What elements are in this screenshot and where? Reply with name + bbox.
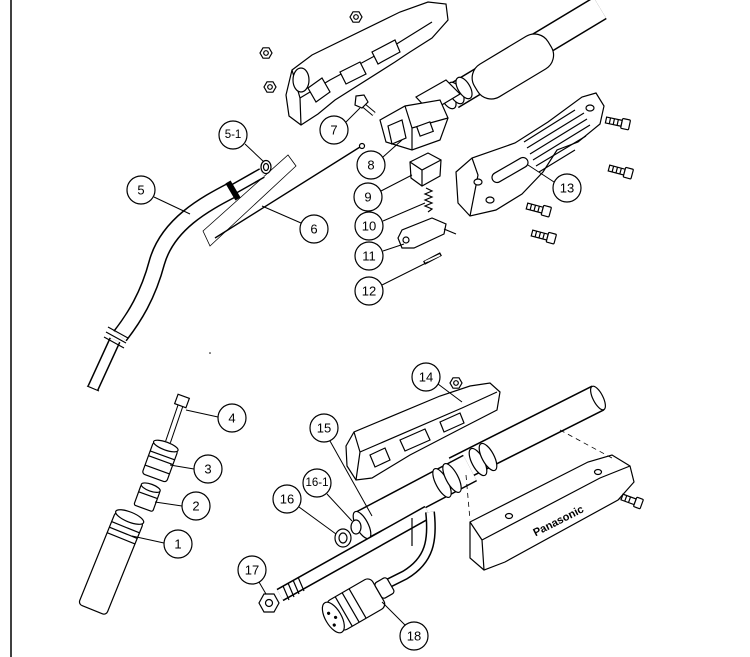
part-9-trigger-block [409,152,442,187]
callout-15: 15 [309,413,373,517]
svg-text:11: 11 [362,249,376,264]
part-17-cable-assembly [258,505,432,613]
callout-18: 18 [381,601,429,651]
callout-16-1: 16-1 [302,468,353,522]
callout-5-1: 5-1 [218,120,265,163]
nut-bottom [449,377,463,389]
callout-8: 8 [356,139,403,180]
part-16-1-ring [350,519,362,535]
svg-text:6: 6 [310,222,317,237]
svg-text:7: 7 [330,123,337,138]
callout-6: 6 [261,205,329,244]
callout-17: 17 [237,555,267,595]
callout-11: 11 [354,241,405,271]
svg-text:16: 16 [280,492,294,507]
nut-top-1 [349,11,363,23]
part-15-torch-body [352,442,498,540]
part-1-nozzle [78,509,145,615]
svg-text:2: 2 [192,499,199,514]
callout-14: 14 [411,362,463,403]
hose-top [415,0,607,113]
part-6-liner [214,142,366,239]
part-3-tip-holder [142,439,179,483]
screw-bottom-cover [620,493,644,510]
part-14-handle-upper-half [345,382,501,481]
callout-5: 5 [126,175,191,215]
callout-16: 16 [272,484,337,535]
svg-text:5: 5 [137,183,144,198]
svg-text:13: 13 [560,181,574,196]
svg-text:18: 18 [407,629,421,644]
part-12-pin [423,252,442,265]
part-10-spring [423,187,434,213]
callout-13: 13 [527,164,582,203]
svg-text:12: 12 [362,284,376,299]
part-16-nut [334,528,352,548]
svg-text:16-1: 16-1 [305,477,328,489]
svg-text:8: 8 [367,158,374,173]
assembly-dashed-lines [465,429,623,521]
handle-cover-bottom: Panasonic [469,454,635,571]
svg-text:1: 1 [174,537,181,552]
svg-text:3: 3 [204,462,211,477]
part-11-trigger-lever [397,217,457,249]
svg-text:5-1: 5-1 [225,129,242,141]
nut-top-3 [263,81,277,93]
nut-top-2 [259,47,273,59]
screw-cover-1 [604,116,631,131]
screw-cover-2 [607,164,634,180]
svg-text:9: 9 [364,190,371,205]
svg-text:10: 10 [362,219,376,234]
screw-cover-3 [525,202,552,218]
screw-cover-4 [530,229,557,245]
part-5-1-o-ring [260,159,272,175]
stray-dot [209,352,211,354]
handle-upper-half [285,1,449,126]
part-4-contact-tip [165,393,191,443]
svg-text:4: 4 [228,411,235,426]
part-5-gooseneck [86,168,265,392]
part-13-handle-cover [455,92,605,217]
callout-12: 12 [354,261,429,306]
part-18-connector-plug [321,577,395,634]
part-8-switch-assembly [379,99,449,151]
callout-7: 7 [319,107,361,145]
svg-text:15: 15 [317,421,331,436]
callout-4: 4 [185,403,247,433]
part-2-insulator [133,482,161,512]
callout-3: 3 [169,454,223,484]
part-7-screw [354,94,376,116]
callout-9: 9 [353,174,413,212]
callout-10: 10 [354,202,426,241]
callout-2: 2 [154,491,211,521]
callout-1: 1 [131,529,193,559]
svg-text:17: 17 [245,563,259,578]
control-cable [382,511,436,590]
svg-text:14: 14 [419,370,433,385]
